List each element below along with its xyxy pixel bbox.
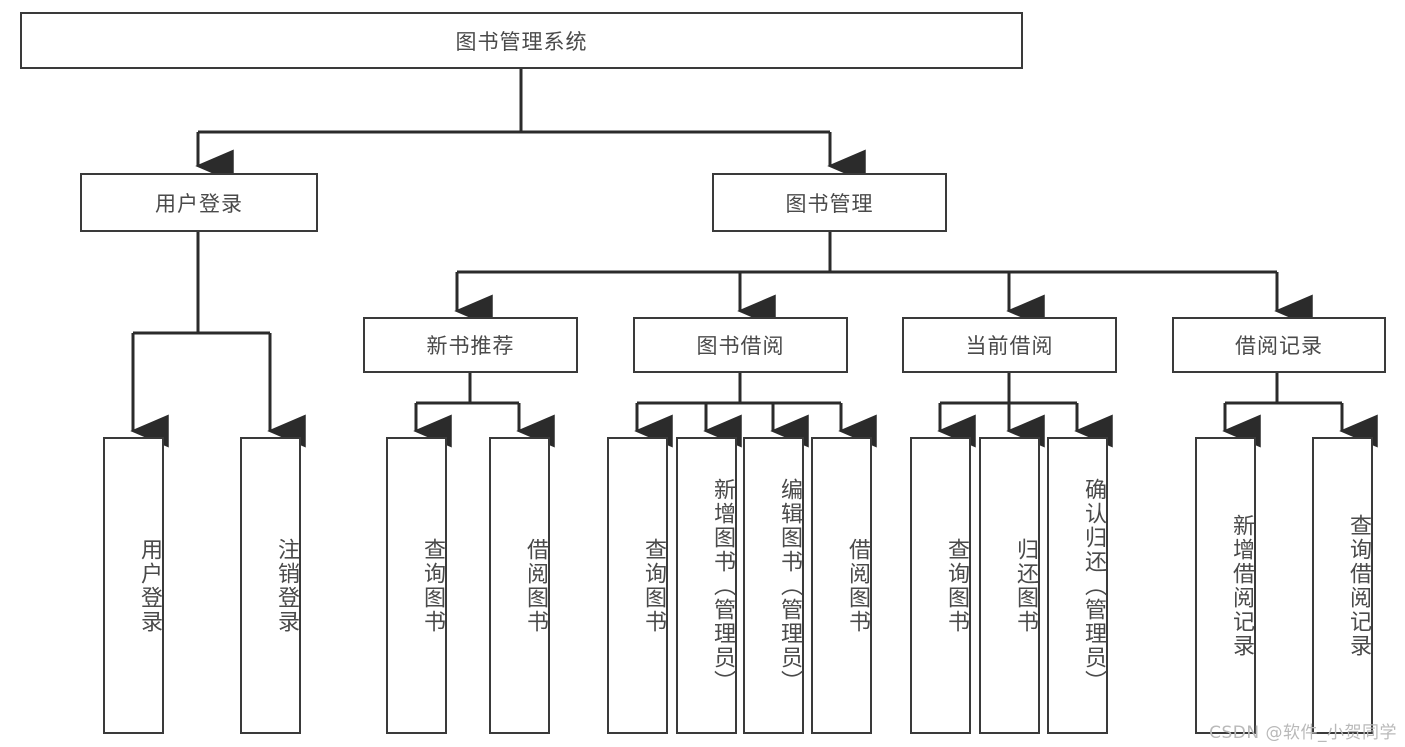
node-root[interactable]: 图书管理系统 (20, 12, 1023, 69)
node-leaf-edit-book-admin-label: 编辑图书（管理员） (777, 477, 802, 694)
node-leaf-return-book-label: 归还图书 (1013, 537, 1038, 634)
node-root-label: 图书管理系统 (455, 29, 588, 54)
node-leaf-query-borrow-record[interactable]: 查询借阅记录 (1312, 437, 1373, 734)
node-book-borrow[interactable]: 图书借阅 (633, 317, 848, 373)
node-user-login-label: 用户登录 (155, 191, 243, 216)
node-leaf-borrow-book-1[interactable]: 借阅图书 (489, 437, 550, 734)
node-leaf-confirm-return-admin[interactable]: 确认归还（管理员） (1047, 437, 1108, 734)
node-leaf-edit-book-admin[interactable]: 编辑图书（管理员） (743, 437, 804, 734)
node-leaf-query-borrow-record-label: 查询借阅记录 (1346, 513, 1371, 658)
node-new-book-recommend-label: 新书推荐 (426, 334, 515, 358)
node-leaf-user-login-label: 用户登录 (137, 537, 162, 634)
node-leaf-query-book-2-label: 查询图书 (641, 537, 666, 634)
node-current-borrow[interactable]: 当前借阅 (902, 317, 1117, 373)
node-borrow-record[interactable]: 借阅记录 (1172, 317, 1386, 373)
node-leaf-query-book-3[interactable]: 查询图书 (910, 437, 971, 734)
node-leaf-add-book-admin[interactable]: 新增图书（管理员） (676, 437, 737, 734)
node-user-login[interactable]: 用户登录 (80, 173, 318, 232)
node-leaf-query-book-1[interactable]: 查询图书 (386, 437, 447, 734)
node-leaf-borrow-book-1-label: 借阅图书 (523, 537, 548, 634)
node-book-borrow-label: 图书借阅 (696, 334, 785, 358)
node-leaf-user-login[interactable]: 用户登录 (103, 437, 164, 734)
node-leaf-add-borrow-record[interactable]: 新增借阅记录 (1195, 437, 1256, 734)
node-book-manage-label: 图书管理 (785, 191, 874, 216)
node-leaf-return-book[interactable]: 归还图书 (979, 437, 1040, 734)
node-leaf-query-book-3-label: 查询图书 (944, 537, 969, 634)
node-leaf-add-borrow-record-label: 新增借阅记录 (1229, 513, 1254, 658)
node-leaf-query-book-2[interactable]: 查询图书 (607, 437, 668, 734)
node-borrow-record-label: 借阅记录 (1235, 334, 1323, 358)
node-leaf-query-book-1-label: 查询图书 (420, 537, 445, 634)
node-leaf-borrow-book-2[interactable]: 借阅图书 (811, 437, 872, 734)
node-leaf-confirm-return-admin-label: 确认归还（管理员） (1081, 477, 1106, 694)
node-book-manage[interactable]: 图书管理 (712, 173, 947, 232)
node-leaf-logout-login[interactable]: 注销登录 (240, 437, 301, 734)
csdn-watermark: CSDN @软件_小贺同学 (1209, 723, 1397, 743)
node-new-book-recommend[interactable]: 新书推荐 (363, 317, 578, 373)
node-leaf-borrow-book-2-label: 借阅图书 (845, 537, 870, 634)
node-leaf-logout-login-label: 注销登录 (274, 537, 299, 634)
node-current-borrow-label: 当前借阅 (965, 334, 1054, 358)
node-leaf-add-book-admin-label: 新增图书（管理员） (710, 477, 735, 694)
